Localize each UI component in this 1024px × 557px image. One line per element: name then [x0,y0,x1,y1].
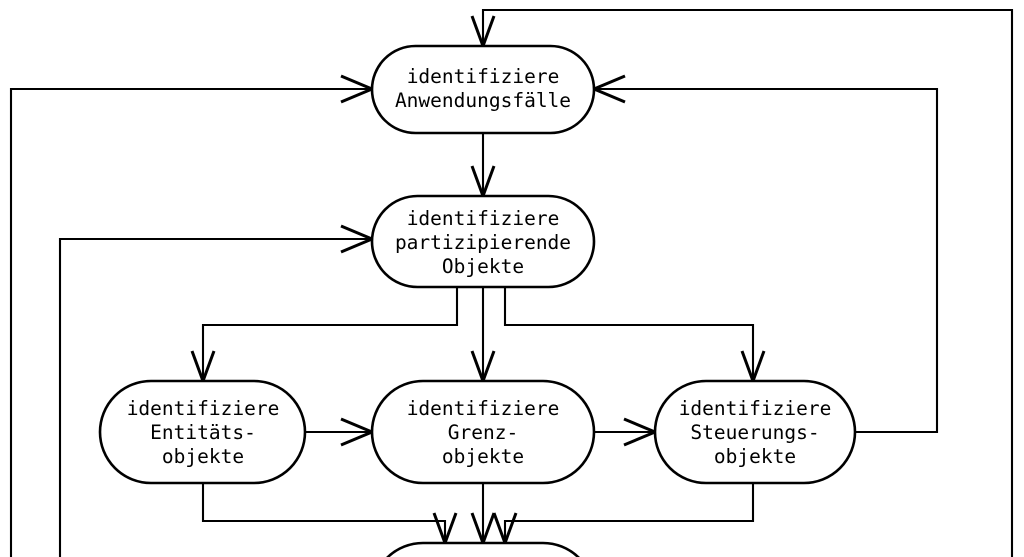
node-participating-objects-line1: identifiziere [407,207,560,230]
node-participating-objects[interactable]: identifiziere partizipierende Objekte [370,194,596,289]
node-entity-objects-line1: identifiziere [127,397,280,420]
edge-entity-to-bottom [201,483,447,543]
node-use-cases-shape [370,44,596,135]
node-entity-objects-line2: Entitäts- [150,421,256,444]
edge-outer-left-return [9,87,372,557]
node-boundary-objects-line3: objekte [442,445,524,468]
edge-control-to-use-cases [594,87,939,434]
node-control-objects-shape [653,379,857,485]
node-participating-objects-line2: partizipierende [395,231,571,254]
node-participating-objects-line3: Objekte [442,255,524,278]
node-control-objects[interactable]: identifiziere Steuerungs- objekte [653,379,857,485]
edge-outer-right-top-return [481,8,1014,557]
node-participating-objects-shape [370,194,596,289]
node-boundary-objects-shape [370,379,596,485]
nodes-layer: identifiziere Anwendungsfälle identifizi… [98,44,857,557]
node-bottom-cropped[interactable] [372,541,594,557]
node-control-objects-line3: objekte [714,445,796,468]
node-control-objects-line2: Steuerungs- [690,421,819,444]
node-boundary-objects[interactable]: identifiziere Grenz- objekte [370,379,596,485]
node-entity-objects-line3: objekte [162,445,244,468]
edge-participating-to-entity [201,287,459,381]
node-boundary-objects-line1: identifiziere [407,397,560,420]
edge-participating-to-control [503,287,755,381]
node-entity-objects[interactable]: identifiziere Entitäts- objekte [98,379,307,485]
node-entity-objects-shape [98,379,307,485]
edge-control-to-bottom [503,483,755,543]
node-use-cases-line1: identifiziere [407,65,560,88]
node-use-cases[interactable]: identifiziere Anwendungsfälle [370,44,596,135]
node-control-objects-line1: identifiziere [679,397,832,420]
edge-inner-left-return [58,237,372,557]
node-boundary-objects-line2: Grenz- [448,421,518,444]
edges-layer [9,8,1014,557]
node-bottom-cropped-shape [386,541,580,557]
node-use-cases-line2: Anwendungsfälle [395,89,571,112]
